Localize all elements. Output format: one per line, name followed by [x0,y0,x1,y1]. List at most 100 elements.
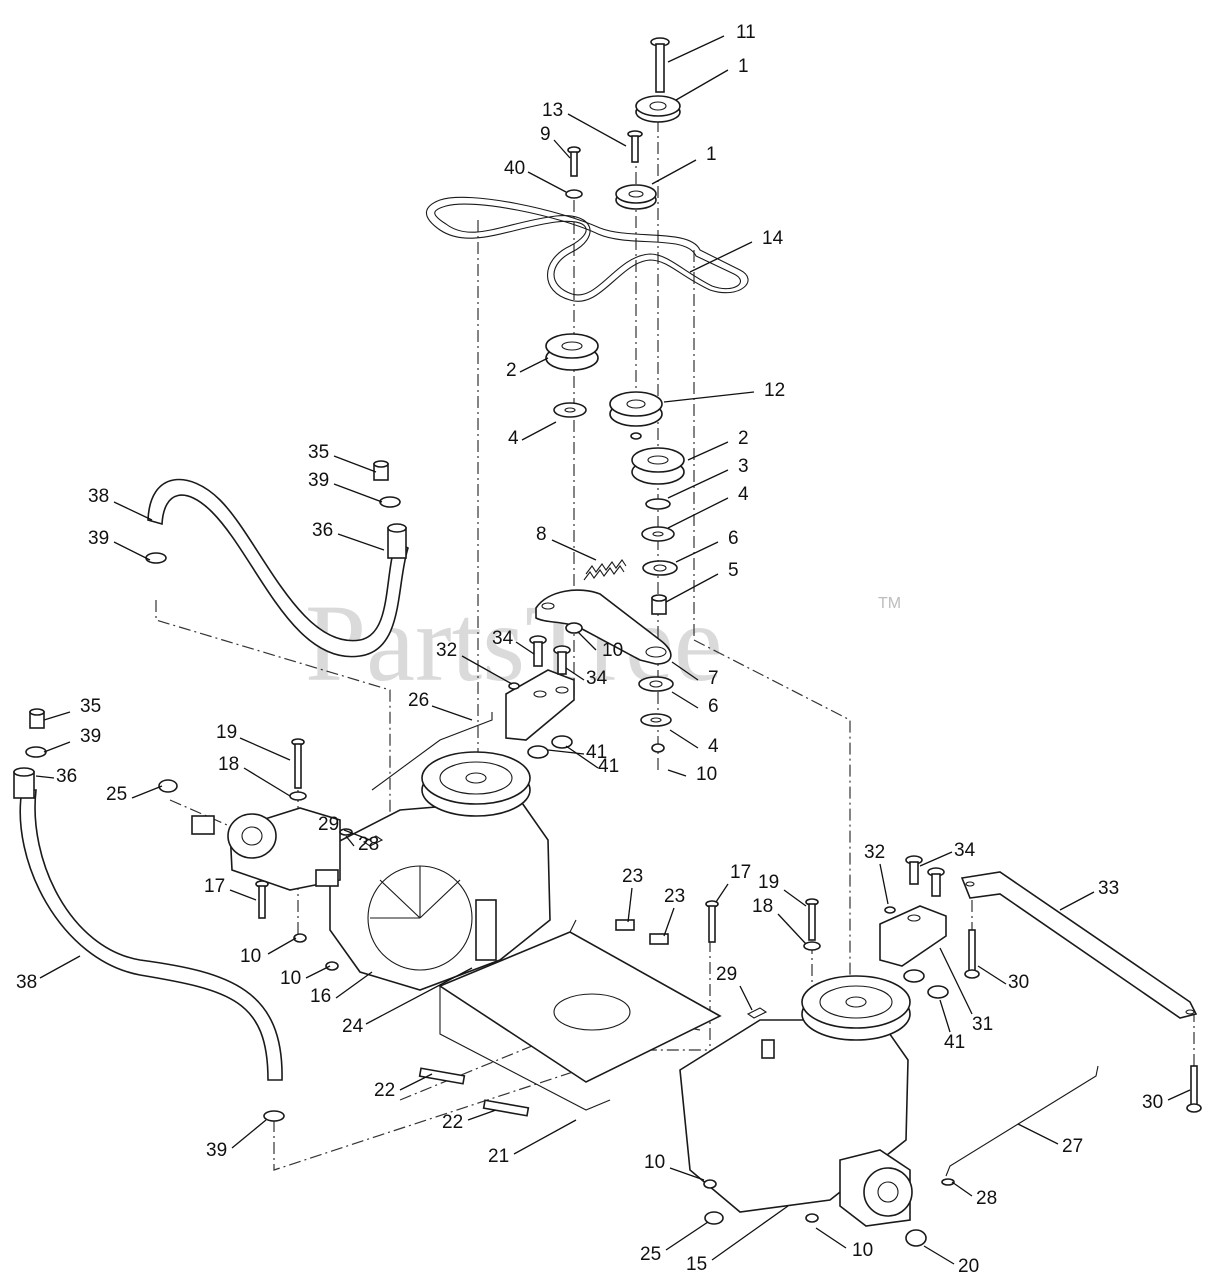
leader-line [783,889,807,907]
washer-28-left [339,828,353,836]
spacer-5 [651,594,667,615]
callout-number: 6 [708,696,719,717]
transmission-left [191,751,551,991]
callout-c6a: 6 [675,528,739,563]
leader-line [527,171,567,193]
leader-line [923,1245,955,1265]
callout-c2a: 2 [506,357,549,381]
leader-line [519,357,549,373]
bolt-34-left [529,635,571,675]
leader-line [577,631,597,651]
callout-number: 40 [504,158,525,179]
callout-number: 18 [752,896,773,917]
leader-line [715,883,729,903]
callout-number: 28 [976,1188,997,1209]
callout-number: 36 [312,520,333,541]
callout-number: 26 [408,690,429,711]
nuts-10-right [703,1179,819,1223]
bracket-left [505,669,575,741]
callout-number: 1 [738,56,749,77]
callout-number: 35 [308,442,329,463]
callout-number: 29 [716,964,737,985]
nuts-41-right [903,969,949,999]
leader-line [815,1227,847,1249]
leader-line [1167,1089,1191,1101]
leader-line [35,775,55,779]
callout-number: 10 [644,1152,665,1173]
leader-line [467,1109,497,1121]
callout-c24: 24 [342,967,473,1037]
callout-number: 22 [442,1112,463,1133]
fitting-35-upper [373,460,389,481]
callout-number: 17 [730,862,751,883]
nut-25-right [704,1211,724,1225]
leader-line [663,907,675,937]
callout-number: 39 [206,1140,227,1161]
callout-number: 34 [586,668,608,689]
callout-c22a: 22 [374,1073,433,1101]
callout-c21: 21 [488,1119,577,1167]
drive-belt-14 [425,196,749,302]
callout-number: 33 [1098,878,1119,899]
leader-line [1017,1123,1059,1145]
callout-c10a: 10 [577,631,623,661]
callout-c41b: 41 [565,745,619,777]
spring-8 [583,559,627,581]
callout-number: 18 [218,754,239,775]
fitting-36-lower [13,767,35,799]
callout-number: 20 [958,1256,979,1277]
callout-c25a: 25 [106,784,163,805]
leader-line [711,1205,789,1261]
leader-line [939,947,973,1015]
callout-c7: 7 [671,661,719,689]
callout-number: 41 [944,1032,965,1053]
nuts-41-left [527,735,573,759]
bracket-right-31 [879,905,947,967]
callout-c29a: 29 [318,814,371,841]
leader-line [553,139,571,159]
leader-line [305,965,331,979]
callout-c1b: 1 [651,144,717,185]
washer-18-right [803,941,821,951]
leader-line [567,113,627,147]
callout-number: 10 [852,1240,873,1261]
leader-line [239,737,291,761]
callout-number: 39 [80,726,101,747]
mounting-plate-21 [438,919,722,1111]
leader-line [777,913,807,945]
rod-26 [371,712,493,791]
callout-number: 24 [342,1016,364,1037]
callout-c10f: 10 [815,1227,873,1261]
leader-line [651,159,697,185]
idler-pulley-1-top [635,95,681,123]
callout-c28a: 28 [345,834,379,855]
callout-c18a: 18 [218,754,291,797]
idler-pulley-1-middle [615,184,657,210]
callout-c34a: 34 [492,628,535,655]
leader-line [671,661,699,681]
callout-c41c: 41 [939,999,965,1053]
washer-3 [645,498,671,510]
callout-number: 41 [598,756,619,777]
leader-line [333,483,383,503]
leader-line [669,1167,705,1181]
leader-line [43,711,71,721]
callout-number: 4 [508,428,519,449]
callout-number: 36 [56,766,77,787]
callout-number: 23 [622,866,643,887]
bolt-19-right [805,898,819,941]
rod-27 [945,1065,1099,1177]
callout-number: 9 [540,124,551,145]
callout-number: 4 [738,484,749,505]
leader-line [919,851,953,867]
callout-c23a: 23 [622,866,643,923]
leader-line [335,971,373,999]
nut-25-left [158,779,178,793]
callout-c30a: 30 [977,965,1029,993]
leader-line [365,967,473,1025]
leader-line [675,541,719,563]
callout-c27: 27 [1017,1123,1083,1157]
washer-6-top [642,560,678,576]
callout-c17a: 17 [204,876,257,901]
